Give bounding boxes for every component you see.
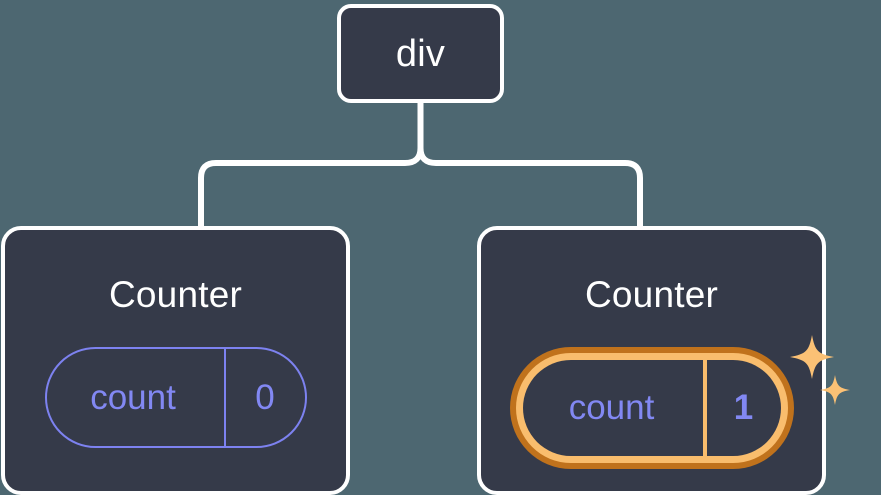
state-pill-right-inner-ring: count 1: [515, 353, 788, 463]
connector-branch-right: [417, 145, 643, 229]
node-counter-right-title: Counter: [584, 274, 719, 315]
state-value-right: 1: [702, 360, 781, 456]
state-pill-left[interactable]: count 0: [44, 347, 307, 448]
state-pill-right-highlight-ring[interactable]: count 1: [509, 347, 794, 469]
state-key-left: count: [90, 377, 176, 417]
state-pill-left-wrap: count 0: [44, 347, 307, 448]
state-pill-right-wrap: count 1: [509, 335, 850, 469]
connector-branch-left: [198, 145, 424, 229]
node-counter-left[interactable]: Counter count 0: [1, 226, 350, 495]
state-value-left: 0: [223, 349, 305, 446]
state-pill-right: count 1: [522, 360, 781, 456]
sparkle-icon-small: [819, 375, 850, 405]
sparkle-icon-large: [789, 335, 834, 379]
state-key-right: count: [568, 388, 655, 427]
sparkle-group: [789, 335, 850, 405]
node-div[interactable]: div: [337, 4, 504, 103]
node-counter-left-title: Counter: [108, 274, 243, 315]
node-counter-right[interactable]: Counter count 1: [477, 226, 850, 495]
node-div-label: div: [395, 32, 446, 75]
